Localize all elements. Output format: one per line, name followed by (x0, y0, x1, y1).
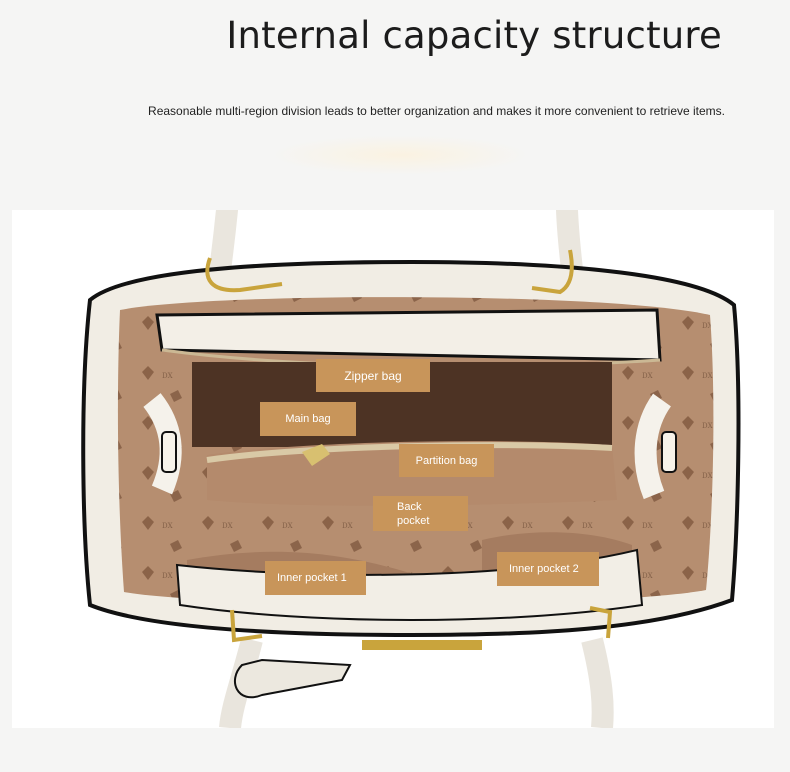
label-inner-pocket-2: Inner pocket 2 (497, 552, 599, 586)
page-subtitle: Reasonable multi-region division leads t… (148, 104, 725, 118)
page-title: Internal capacity structure (226, 14, 722, 57)
label-back-pocket-line2: pocket (397, 514, 430, 527)
label-zipper-bag: Zipper bag (316, 359, 430, 392)
label-partition-bag: Partition bag (399, 444, 494, 477)
label-back-pocket: Back pocket (373, 496, 468, 531)
label-main-bag: Main bag (260, 402, 356, 436)
decorative-glow (270, 135, 530, 175)
handbag-illustration: DX (81, 210, 741, 728)
label-back-pocket-line1: Back (397, 500, 422, 513)
handbag-photo: DX (12, 210, 774, 728)
label-inner-pocket-1: Inner pocket 1 (265, 561, 366, 595)
